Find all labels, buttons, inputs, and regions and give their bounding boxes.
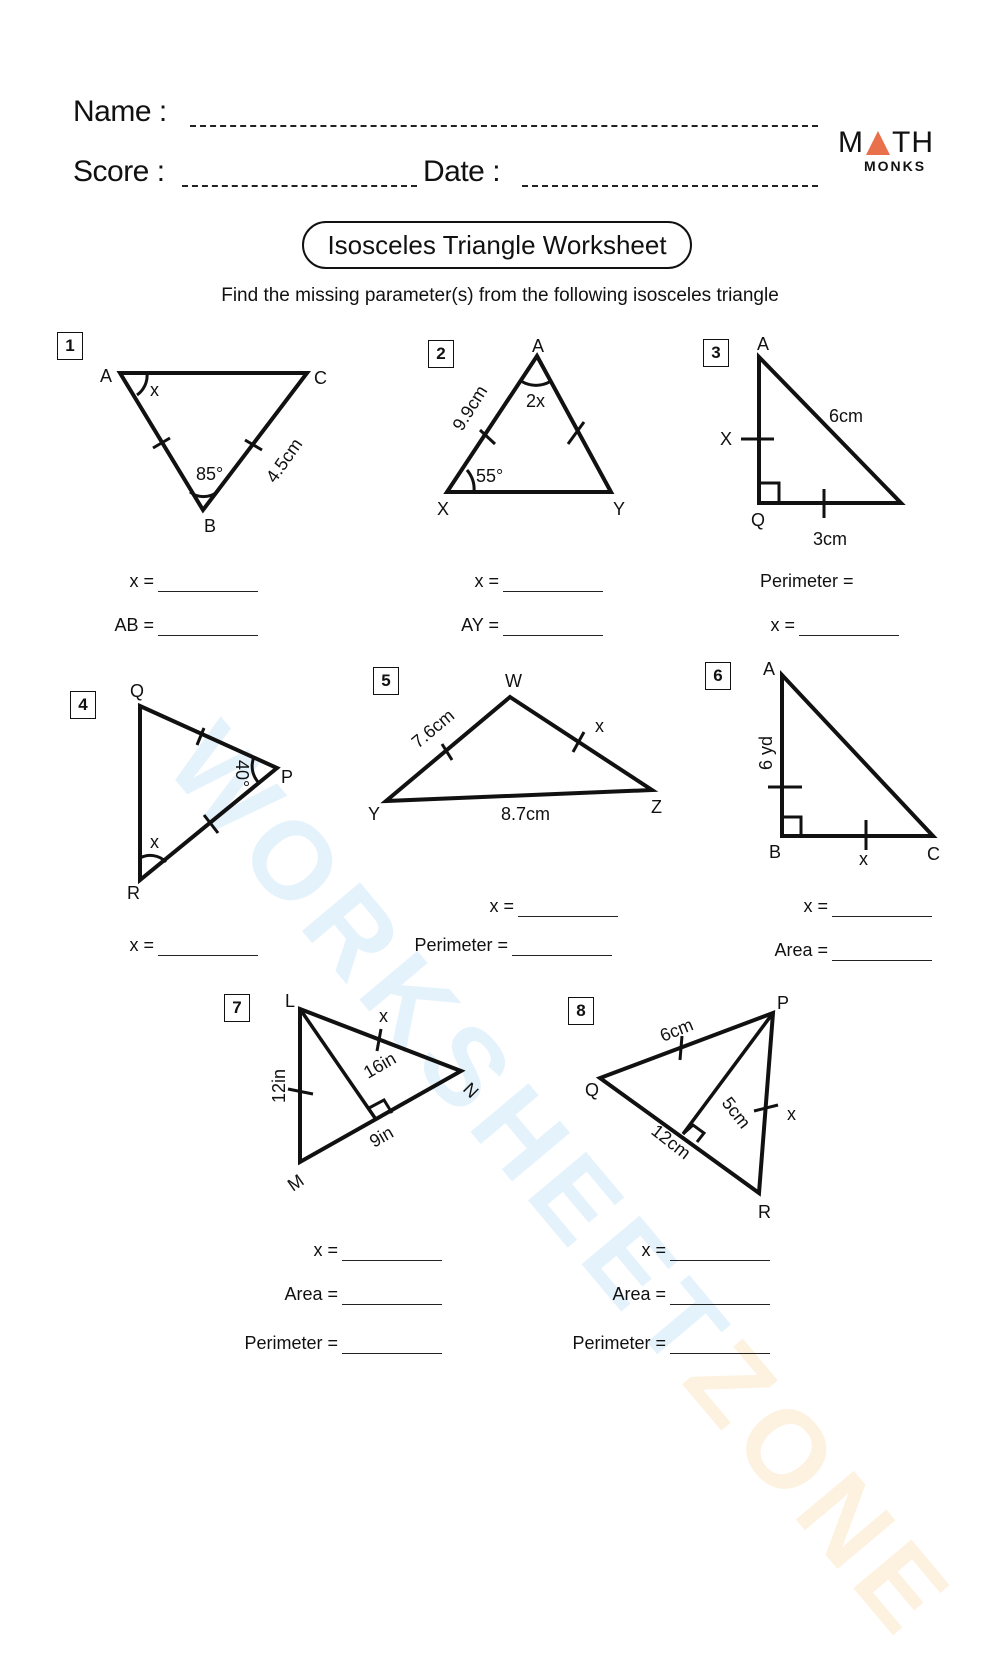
- problem-6-number: 6: [705, 662, 731, 690]
- p8-answer-1[interactable]: x =: [554, 1240, 770, 1261]
- p2-vertex-x: X: [437, 499, 449, 519]
- p6-answer-2[interactable]: Area =: [740, 940, 932, 961]
- p1-answer-2[interactable]: AB =: [60, 615, 258, 636]
- problem-5-triangle: W Y Z 7.6cm x 8.7cm: [368, 671, 662, 824]
- worksheet-title-text: Isosceles Triangle Worksheet: [327, 229, 667, 260]
- p1-vertex-a: A: [100, 366, 112, 386]
- problem-1-number: 1: [57, 332, 83, 360]
- p3-side-aq: X: [720, 429, 732, 449]
- problem-8-triangle: P Q R 6cm x 5cm 12cm: [585, 993, 796, 1222]
- problem-2-number: 2: [428, 340, 454, 368]
- p8-answer-3[interactable]: Perimeter =: [554, 1333, 770, 1354]
- p5-vertex-z: Z: [651, 797, 662, 817]
- score-field[interactable]: [182, 185, 417, 187]
- score-label: Score :: [73, 155, 165, 188]
- p8-answer-2[interactable]: Area =: [554, 1284, 770, 1305]
- p4-vertex-q: Q: [130, 681, 144, 701]
- problem-8-number: 8: [568, 997, 594, 1025]
- p5-vertex-w: W: [505, 671, 522, 691]
- logo-letters-th: TH: [892, 126, 934, 159]
- p6-vertex-c: C: [927, 844, 940, 864]
- p6-side-bc: x: [859, 849, 868, 869]
- p7-answer-3[interactable]: Perimeter =: [226, 1333, 442, 1354]
- problem-6-triangle: A B C 6 yd x: [756, 659, 940, 869]
- p6-vertex-b: B: [769, 842, 781, 862]
- name-label: Name :: [73, 95, 167, 128]
- problem-1-triangle: A C B x 85° 4.5cm: [100, 366, 327, 536]
- problem-2-triangle: A X Y 2x 55° 9.9cm: [437, 336, 625, 519]
- p2-answer-1[interactable]: x =: [405, 571, 603, 592]
- p1-answer-1[interactable]: x =: [60, 571, 258, 592]
- logo-letter-m: M: [838, 126, 864, 159]
- math-monks-logo: M TH MONKS: [838, 126, 938, 175]
- date-label: Date :: [423, 155, 501, 188]
- p2-angle-a: 2x: [526, 391, 545, 411]
- problem-7-triangle: L N M 12in x 16in 9in: [269, 991, 483, 1195]
- p3-hyp: 6cm: [829, 406, 863, 426]
- p8-side-pr: x: [787, 1104, 796, 1124]
- p5-side-wz: x: [595, 716, 604, 736]
- logo-triangle-icon: [866, 131, 890, 155]
- p3-vertex-a: A: [757, 334, 769, 354]
- p2-vertex-y: Y: [613, 499, 625, 519]
- p6-vertex-a: A: [763, 659, 775, 679]
- p5-side-yz: 8.7cm: [501, 804, 550, 824]
- p4-angle-p: 40°: [232, 760, 252, 787]
- logo-monks-text: MONKS: [864, 158, 927, 174]
- p1-vertex-c: C: [314, 368, 327, 388]
- p3-vertex-q: Q: [751, 510, 765, 530]
- p3-side-q: 3cm: [813, 529, 847, 549]
- problem-5-number: 5: [373, 667, 399, 695]
- p8-vertex-q: Q: [585, 1080, 599, 1100]
- date-field[interactable]: [522, 185, 818, 187]
- p4-vertex-r: R: [127, 883, 140, 903]
- problem-4-triangle: Q P R 40° x: [127, 681, 293, 903]
- problem-4-number: 4: [70, 691, 96, 719]
- p1-vertex-b: B: [204, 516, 216, 536]
- name-field[interactable]: [190, 125, 818, 127]
- p7-answer-1[interactable]: x =: [226, 1240, 442, 1261]
- p6-side-ab: 6 yd: [756, 736, 776, 770]
- p8-height: 5cm: [718, 1093, 755, 1132]
- p3-answer-1[interactable]: Perimeter =: [760, 571, 854, 591]
- problem-7-number: 7: [224, 994, 250, 1022]
- p7-side-lm: 12in: [269, 1069, 289, 1103]
- p6-answer-1[interactable]: x =: [740, 896, 932, 917]
- p8-side-pq: 6cm: [657, 1014, 696, 1045]
- p7-answer-2[interactable]: Area =: [226, 1284, 442, 1305]
- p2-answer-2[interactable]: AY =: [405, 615, 603, 636]
- p3-answer-2[interactable]: x =: [745, 615, 899, 636]
- p5-vertex-y: Y: [368, 804, 380, 824]
- p7-vertex-l: L: [285, 991, 295, 1011]
- p2-angle-x: 55°: [476, 466, 503, 486]
- p4-answer-1[interactable]: x =: [60, 935, 258, 956]
- p1-angle-b: 85°: [196, 464, 223, 484]
- p5-answer-1[interactable]: x =: [420, 896, 618, 917]
- p1-angle-a: x: [150, 380, 159, 400]
- p4-angle-r: x: [150, 832, 159, 852]
- worksheet-title: Isosceles Triangle Worksheet: [302, 221, 692, 269]
- problem-3-number: 3: [703, 339, 729, 367]
- p5-answer-2[interactable]: Perimeter =: [398, 935, 612, 956]
- p2-vertex-a: A: [532, 336, 544, 356]
- problem-3-triangle: A Q X 6cm 3cm: [720, 334, 906, 549]
- instructions: Find the missing parameter(s) from the f…: [221, 285, 779, 306]
- p8-vertex-r: R: [758, 1202, 771, 1222]
- p4-vertex-p: P: [281, 767, 293, 787]
- p7-side-ln: x: [379, 1006, 388, 1026]
- p8-vertex-p: P: [777, 993, 789, 1013]
